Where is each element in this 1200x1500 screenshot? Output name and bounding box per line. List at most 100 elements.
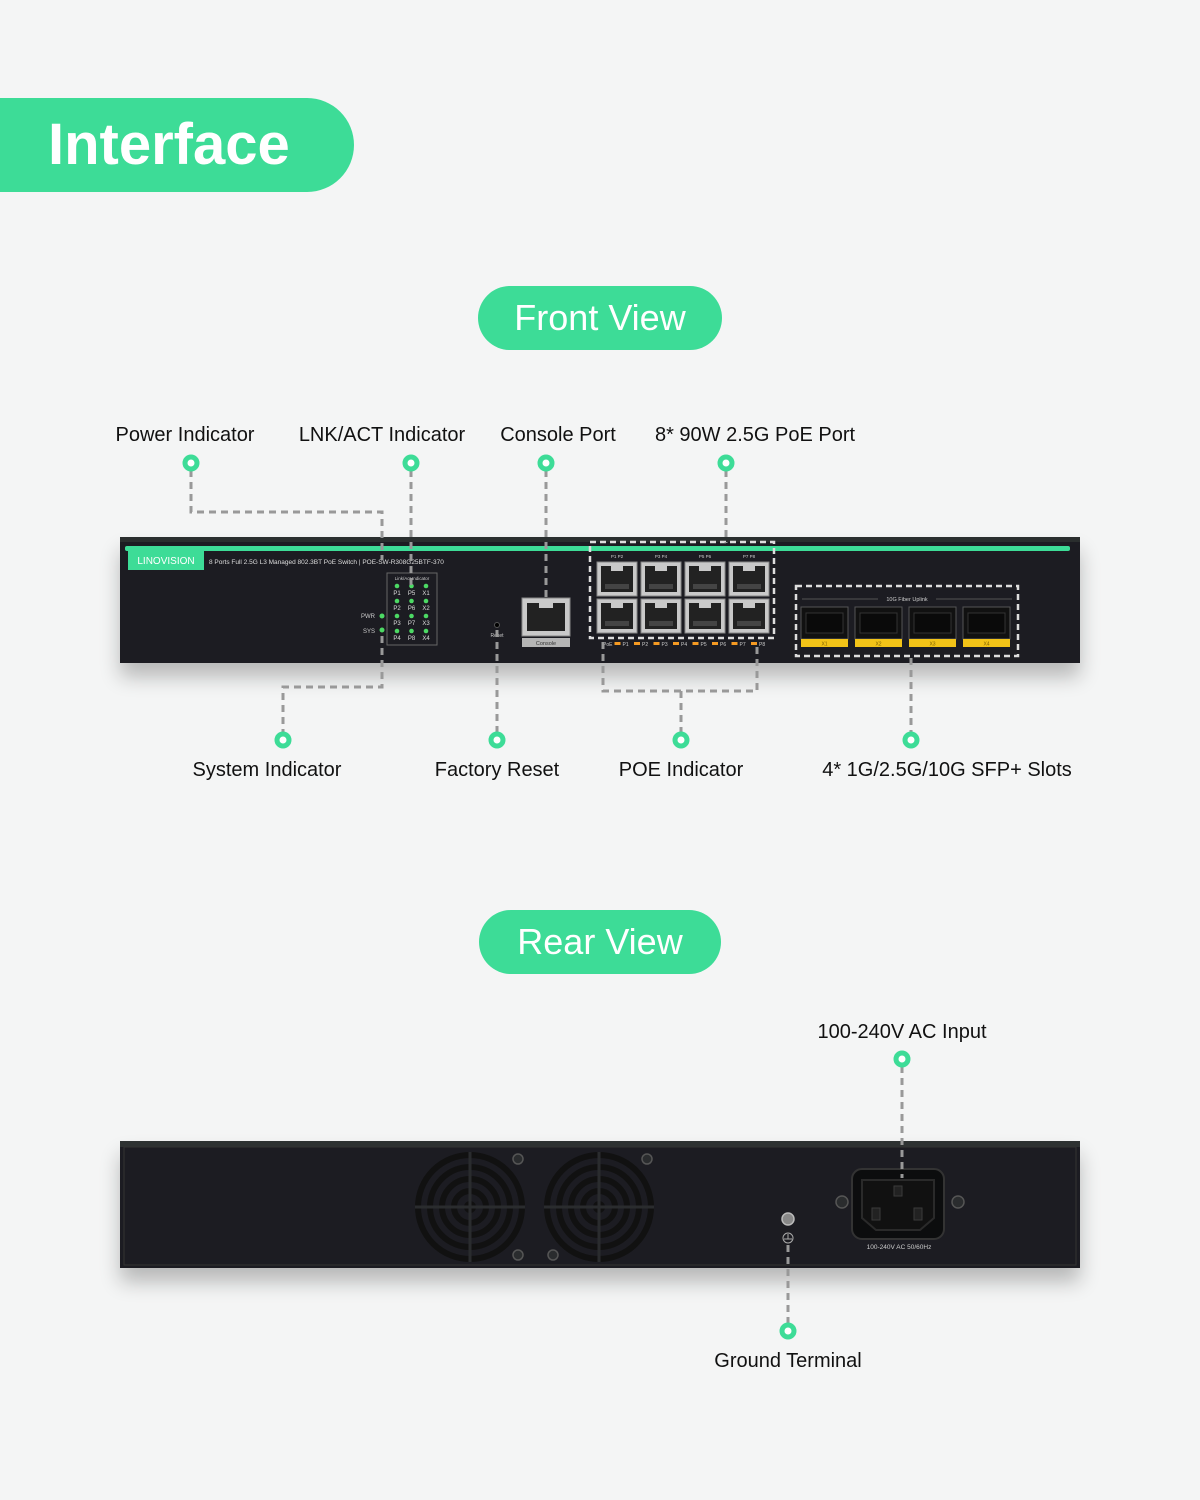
- rj45-port: [640, 561, 682, 597]
- rear-view-pill: Rear View: [479, 910, 721, 974]
- console-label: Console: [536, 641, 556, 647]
- led-label: P5: [408, 591, 416, 597]
- port-pair-label: P7 P8: [743, 554, 756, 559]
- label-sfp-slots: 4* 1G/2.5G/10G SFP+ Slots: [822, 759, 1072, 781]
- pwr-led: [379, 613, 385, 619]
- dot-console: [537, 454, 555, 472]
- sfp-label: X2: [875, 642, 881, 648]
- sfp-highlight-box: [794, 584, 1020, 658]
- ground-symbol: [782, 1232, 794, 1244]
- poe-led: [731, 642, 738, 645]
- sys-led: [379, 627, 385, 633]
- led-label: P8: [408, 636, 416, 642]
- brand-text: LINOVISION: [137, 556, 194, 567]
- label-factory-reset: Factory Reset: [434, 759, 560, 781]
- label-power-indicator: Power Indicator: [115, 424, 255, 446]
- port-pair-label: P1 P2: [611, 554, 624, 559]
- sfp-latch: [801, 639, 848, 647]
- label-system-indicator: System Indicator: [192, 759, 342, 781]
- led-p6: [409, 598, 414, 604]
- led-label: X2: [422, 606, 430, 612]
- rj45-port: [684, 598, 726, 634]
- led-label: P4: [393, 636, 401, 642]
- poe-led: [673, 642, 679, 645]
- port-pair-label: P3 P4: [655, 554, 668, 559]
- led-p7: [409, 613, 414, 619]
- brand-badge: [128, 550, 204, 570]
- led-x4: [423, 628, 429, 634]
- port-top-labels: P1 P2 P3 P4 P5 P6 P7 P8: [611, 554, 756, 559]
- rj45-port: [596, 561, 638, 597]
- sfp-latch: [963, 639, 1010, 647]
- led-p8: [409, 628, 414, 634]
- poe-strip-label: P8: [759, 642, 765, 648]
- led-label: X1: [422, 591, 430, 597]
- led-x2: [423, 598, 429, 604]
- dot-power-indicator: [182, 454, 200, 472]
- led-label: P7: [408, 621, 416, 627]
- led-x1: [423, 583, 429, 589]
- dot-system-indicator: [274, 731, 292, 749]
- dot-factory-reset: [488, 731, 506, 749]
- poe-led: [653, 642, 660, 645]
- rj45-port: [728, 561, 770, 597]
- ac-text: 100-240V AC 50/60Hz: [867, 1244, 932, 1251]
- led-p4: [394, 628, 400, 634]
- led-p2: [394, 598, 400, 604]
- fan-left: [415, 1152, 525, 1262]
- poe-strip-label: P1: [623, 642, 629, 648]
- poe-led: [634, 642, 640, 645]
- console-port: [521, 597, 571, 647]
- reset-hole: [494, 622, 500, 628]
- poe-led-strip: PoE P1 P2 P3 P4 P5 P6 P7 P8: [603, 642, 765, 648]
- poe-strip-label: P7: [740, 642, 746, 648]
- led-x3: [423, 613, 429, 619]
- port-pair-label: P5 P6: [699, 554, 712, 559]
- led-label: P1: [393, 591, 401, 597]
- poe-strip-label: P2: [642, 642, 648, 648]
- sfp-latch: [855, 639, 902, 647]
- poe-strip-label: P4: [681, 642, 687, 648]
- sfp-label: X4: [983, 642, 989, 648]
- poe-led: [692, 642, 699, 645]
- led-label: X3: [422, 621, 430, 627]
- dot-ac-input: [893, 1050, 911, 1068]
- dot-sfp: [902, 731, 920, 749]
- label-poe-ports: 8* 90W 2.5G PoE Port: [654, 424, 856, 446]
- rj45-port: [596, 598, 638, 634]
- sfp-label: X1: [821, 642, 827, 648]
- poe-led: [712, 642, 718, 645]
- led-label: P6: [408, 606, 416, 612]
- sfp-cage: [805, 612, 844, 634]
- pwr-label: PWR: [361, 614, 376, 620]
- fan-right: [544, 1152, 654, 1262]
- fiber-title: 10G Fiber Uplink: [886, 597, 928, 603]
- poe-led: [614, 642, 621, 645]
- sfp-cage: [859, 612, 898, 634]
- poe-port-highlight-box: [588, 540, 776, 640]
- front-accent-stripe: [125, 546, 1070, 551]
- dot-ground: [779, 1322, 797, 1340]
- rj45-port: [640, 598, 682, 634]
- poe-led: [751, 642, 757, 645]
- sfp-slot-group: X1 X2 X3 X4: [800, 606, 1011, 648]
- rear-screws: [512, 1153, 965, 1261]
- label-poe-indicator: POE Indicator: [618, 759, 744, 781]
- led-p3: [394, 613, 400, 619]
- sfp-latch: [909, 639, 956, 647]
- ac-inlet: [851, 1168, 945, 1240]
- sfp-label: X3: [929, 642, 935, 648]
- sys-label: SYS: [363, 629, 375, 635]
- poe-strip-label: P3: [662, 642, 668, 648]
- page-title: Interface: [0, 98, 354, 192]
- dot-poe-ports: [717, 454, 735, 472]
- led-label: X4: [422, 636, 430, 642]
- front-view-pill: Front View: [478, 286, 722, 350]
- poe-strip-label: P6: [720, 642, 726, 648]
- rj45-port: [728, 598, 770, 634]
- poe-strip-label: P5: [701, 642, 707, 648]
- poe-strip-label: PoE: [603, 642, 613, 648]
- label-lnk-act-indicator: LNK/ACT Indicator: [298, 424, 466, 446]
- leader-system-indicator: [281, 636, 384, 732]
